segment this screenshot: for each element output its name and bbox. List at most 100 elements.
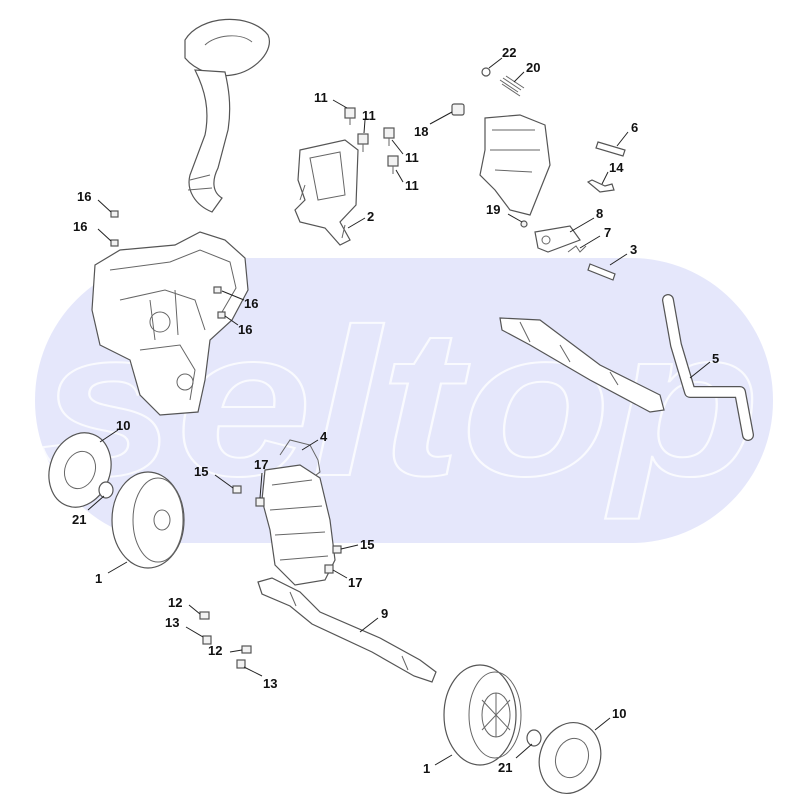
callout-13a: 13 [165,615,204,638]
svg-text:12: 12 [168,595,182,610]
svg-text:18: 18 [414,124,428,139]
callout-11d: 11 [395,169,419,193]
callout-1-right: 1 [423,754,453,776]
svg-text:11: 11 [405,178,419,193]
callout-1-left: 1 [95,561,128,586]
callout-18: 18 [414,111,453,139]
screw-part-15a [232,485,242,494]
axle-part-9 [257,577,437,683]
callout-22: 22 [488,45,516,69]
svg-text:17: 17 [254,457,268,472]
callout-16b: 16 [73,219,112,242]
callout-21a: 21 [72,495,105,527]
svg-text:15: 15 [194,464,208,479]
callout-11b: 11 [362,108,376,134]
spring-part-20 [499,75,525,97]
callout-5: 5 [689,351,719,379]
callout-6: 6 [616,120,638,147]
wire-part-4 [279,439,321,479]
gearbox-housing [91,231,249,416]
nut-part-13a [202,635,212,645]
svg-text:19: 19 [486,202,500,217]
svg-text:20: 20 [526,60,540,75]
hubcap-part-10-right [538,722,602,794]
callouts: 1 1 2 3 4 5 6 7 8 9 10 10 11 11 11 11 12… [72,45,719,776]
svg-text:16: 16 [244,296,258,311]
callout-16a: 16 [77,189,112,213]
callout-17a: 17 [254,457,268,499]
screw-part-12b [241,645,252,654]
svg-text:14: 14 [609,160,624,175]
washer-part-21-left [98,481,114,499]
svg-text:13: 13 [165,615,179,630]
svg-text:22: 22 [502,45,516,60]
svg-text:11: 11 [314,90,328,105]
callout-4: 4 [301,429,328,451]
screw-part-16d [217,311,226,319]
nut-part-18 [451,103,465,116]
callout-16c: 16 [221,290,258,311]
svg-text:7: 7 [604,225,611,240]
callout-16d: 16 [224,315,252,337]
svg-text:6: 6 [631,120,638,135]
callout-11c: 11 [391,139,419,165]
callout-9: 9 [359,606,388,633]
callout-15b: 15 [340,537,374,552]
svg-text:12: 12 [208,643,222,658]
callout-12b: 12 [208,643,243,658]
callout-10-right: 10 [594,706,626,731]
callout-13b: 13 [243,666,277,691]
svg-text:10: 10 [116,418,130,433]
svg-text:16: 16 [77,189,91,204]
pin-part-6 [595,141,626,157]
callout-3: 3 [609,242,637,266]
washer-part-21-right [526,729,542,747]
svg-text:4: 4 [320,429,328,444]
svg-text:5: 5 [712,351,719,366]
svg-text:16: 16 [73,219,87,234]
screw-part-15b [332,545,342,554]
callout-20: 20 [513,60,540,83]
callout-7: 7 [579,225,611,249]
clip-part-19 [520,220,528,228]
svg-text:21: 21 [72,512,86,527]
wheel-part-1-right [443,664,522,766]
callout-14: 14 [601,160,624,185]
svg-text:16: 16 [238,322,252,337]
callout-11a: 11 [314,90,348,109]
screw-set-11 [344,107,399,174]
svg-text:8: 8 [596,206,603,221]
bracket-part-2 [294,139,359,246]
svg-text:1: 1 [423,761,430,776]
callout-10-left: 10 [99,418,130,443]
svg-text:11: 11 [405,150,419,165]
lever-part-8 [534,225,581,253]
bolt-part-14 [586,179,615,193]
nut-part-13b [236,659,246,669]
svg-text:2: 2 [367,209,374,224]
svg-text:21: 21 [498,760,512,775]
handle-grip [184,18,270,213]
callout-8: 8 [569,206,603,233]
callout-21b: 21 [498,743,533,775]
shaft-center [499,317,665,413]
svg-text:11: 11 [362,108,376,123]
svg-text:10: 10 [612,706,626,721]
center-bracket [261,464,336,586]
svg-text:3: 3 [630,242,637,257]
screw-part-16b [110,239,119,247]
nut-part-17b [324,564,334,574]
svg-text:9: 9 [381,606,388,621]
hubcap-part-10-left [48,432,112,508]
svg-text:1: 1 [95,571,102,586]
callout-19: 19 [486,202,523,223]
callout-17b: 17 [332,569,362,590]
pin-part-3 [587,263,616,281]
screw-part-12a [199,611,210,620]
nut-part-17a [255,497,265,507]
svg-text:17: 17 [348,575,362,590]
wheel-part-1-left [111,471,185,569]
callout-15a: 15 [194,464,234,489]
svg-text:15: 15 [360,537,374,552]
